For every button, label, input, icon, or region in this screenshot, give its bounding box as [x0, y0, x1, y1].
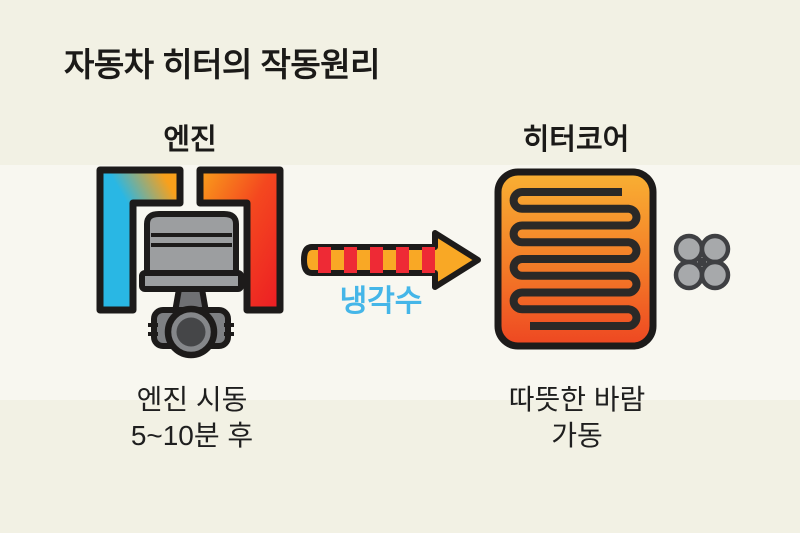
engine-caption-line2: 5~10분 후 [130, 420, 254, 451]
heater-caption: 따뜻한 바람 가동 [477, 382, 677, 454]
engine-piston-icon [96, 166, 284, 359]
engine-caption-line1: 엔진 시동 [136, 384, 248, 415]
heater-caption-line1: 따뜻한 바람 [508, 384, 646, 415]
engine-label: 엔진 [163, 124, 217, 156]
heater-caption-line2: 가동 [551, 420, 603, 451]
coolant-arrow-icon [301, 230, 481, 290]
heater-core-coil-icon [494, 168, 657, 350]
page-title: 자동차 히터의 작동원리 [64, 46, 380, 83]
engine-caption: 엔진 시동 5~10분 후 [92, 382, 292, 454]
coolant-label: 냉각수 [339, 285, 423, 318]
fan-icon [673, 233, 731, 291]
heater-core-label: 히터코어 [522, 124, 630, 156]
